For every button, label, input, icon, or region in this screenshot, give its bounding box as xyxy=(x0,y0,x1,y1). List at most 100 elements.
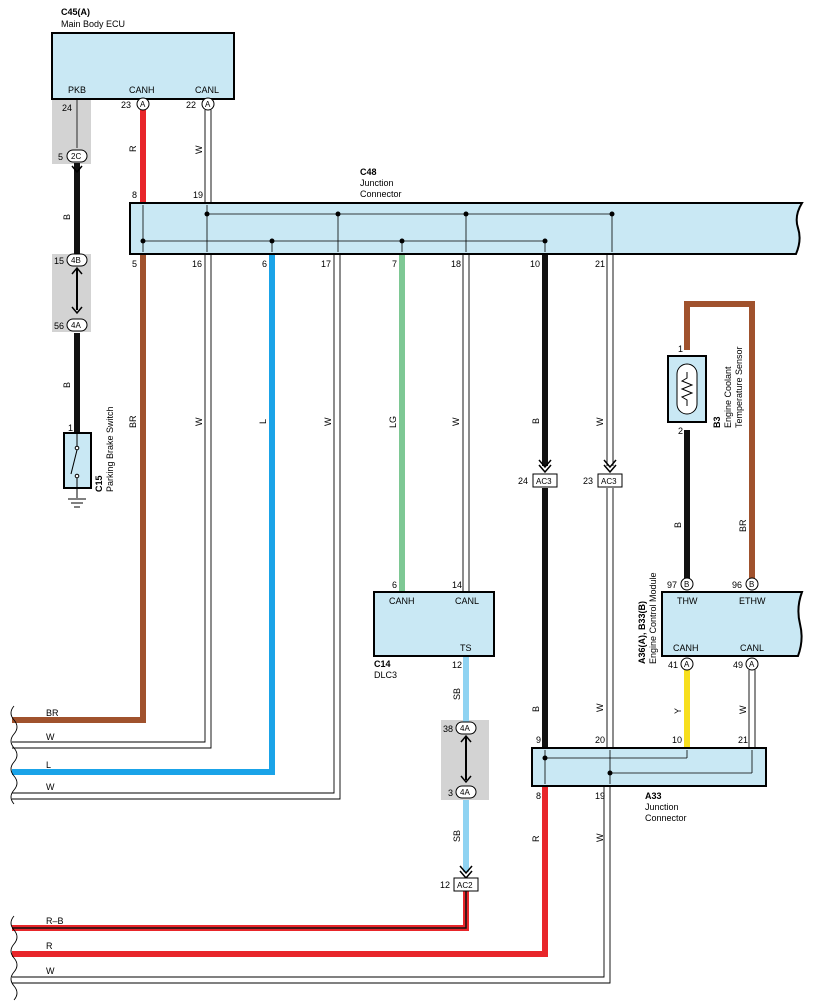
tag-ac3-w: AC3 xyxy=(601,477,617,486)
pin-a33-19: 19 xyxy=(595,791,605,801)
tag-ecm-canl: A xyxy=(749,660,755,669)
label-wire-w-1: W xyxy=(194,145,204,154)
label-wire-sb-1: SB xyxy=(452,688,462,700)
pin-ecm-97: 97 xyxy=(667,580,677,590)
ecu-pin-canl: CANL xyxy=(195,85,219,95)
label-left-r: R xyxy=(46,941,53,951)
thermistor-icon xyxy=(676,363,698,415)
label-left-w-3: W xyxy=(46,966,55,976)
wire-brown-sensor xyxy=(684,301,755,582)
pin-dlc-12: 12 xyxy=(452,660,462,670)
label-wire-b-4: B xyxy=(673,522,683,528)
label-wire-l-1: L xyxy=(258,419,268,424)
pin-ac3-b: 24 xyxy=(518,476,528,486)
label-wire-w-2: W xyxy=(194,417,204,426)
label-wire-w-7: W xyxy=(595,703,605,712)
wire-rb-stripe xyxy=(12,890,467,929)
a33-code: A33 xyxy=(645,791,662,801)
pin-ac2: 12 xyxy=(440,880,450,890)
ecm-pin-canh: CANH xyxy=(673,643,699,653)
a33-name1: Junction xyxy=(645,802,679,812)
pin-4a: 56 xyxy=(54,321,64,331)
label-left-br: BR xyxy=(46,708,59,718)
pin-ac3-w: 23 xyxy=(583,476,593,486)
label-wire-b-1: B xyxy=(62,214,72,220)
c48-code: C48 xyxy=(360,167,377,177)
ground-icon xyxy=(68,498,86,508)
label-wire-w-6: W xyxy=(738,705,748,714)
pin-a33-20: 20 xyxy=(595,735,605,745)
pin-j4a-bot: 3 xyxy=(448,788,453,798)
pin-sw-1: 1 xyxy=(68,423,73,433)
a33-box xyxy=(531,747,767,787)
main-body-ecu-box xyxy=(51,32,235,100)
a33-internal-lines xyxy=(542,750,753,784)
tag-ecu-canl: A xyxy=(205,100,211,109)
label-left-w-1: W xyxy=(46,732,55,742)
pin-ecm-41: 41 xyxy=(668,660,678,670)
tag-ac3-b: AC3 xyxy=(536,477,552,486)
pin-c48-16: 16 xyxy=(192,259,202,269)
wire-red-r-a33 xyxy=(12,786,548,957)
ecu-code: C45(A) xyxy=(61,7,90,17)
tag-4b: 4B xyxy=(71,256,81,265)
label-wire-lg-1: LG xyxy=(388,416,398,428)
sensor-name1: Engine Coolant xyxy=(723,366,733,428)
pin-sensor-1: 1 xyxy=(678,344,683,354)
tag-ecm-thw: B xyxy=(684,580,689,589)
tag-4a: 4A xyxy=(71,321,81,330)
pin-2c: 5 xyxy=(58,152,63,162)
left-break-marks xyxy=(10,705,18,1001)
ecm-code: A36(A), B33(B) xyxy=(637,601,647,664)
pin-j4a-top: 38 xyxy=(443,724,453,734)
dlc3-name: DLC3 xyxy=(374,670,397,680)
label-wire-r-1: R xyxy=(128,145,138,152)
pin-c48-17: 17 xyxy=(321,259,331,269)
pin-c48-6: 6 xyxy=(262,259,267,269)
pin-a33-8: 8 xyxy=(536,791,541,801)
label-wire-w-8: W xyxy=(595,833,605,842)
a33-name2: Connector xyxy=(645,813,687,823)
ecm-pin-thw: THW xyxy=(677,596,698,606)
pin-c48-18: 18 xyxy=(451,259,461,269)
label-wire-br-1: BR xyxy=(128,415,138,428)
dlc-pin-ts: TS xyxy=(460,643,472,653)
pin-dlc-6: 6 xyxy=(392,580,397,590)
ecu-name: Main Body ECU xyxy=(61,19,125,29)
pin-ecu-pkb: 24 xyxy=(62,103,72,113)
pin-ecu-canh: 23 xyxy=(121,100,131,110)
label-left-l: L xyxy=(46,760,51,770)
label-wire-b-5: B xyxy=(531,706,541,712)
pin-dlc-14: 14 xyxy=(452,580,462,590)
switch-code: C15 xyxy=(94,475,104,492)
wire-rb-red xyxy=(12,890,469,931)
label-wire-br-2: BR xyxy=(738,519,748,532)
pin-ecm-49: 49 xyxy=(733,660,743,670)
dlc3-box xyxy=(373,591,495,657)
c48-name1: Junction xyxy=(360,178,394,188)
pin-ecm-96: 96 xyxy=(732,580,742,590)
wire-brown-br xyxy=(12,254,146,723)
ecm-pin-canl: CANL xyxy=(740,643,764,653)
sensor-name2: Temperature Sensor xyxy=(734,346,744,428)
pin-c48-19: 19 xyxy=(193,190,203,200)
dlc-pin-canl: CANL xyxy=(455,596,479,606)
tag-ac2: AC2 xyxy=(457,881,473,890)
pin-ecu-canl: 22 xyxy=(186,100,196,110)
ecm-box xyxy=(661,591,804,657)
pin-a33-10: 10 xyxy=(672,735,682,745)
wire-blue-l xyxy=(12,254,275,775)
tag-ecm-ethw: B xyxy=(749,580,754,589)
label-wire-w-5: W xyxy=(595,417,605,426)
pin-c48-5: 5 xyxy=(132,259,137,269)
pin-4b: 15 xyxy=(54,256,64,266)
label-wire-w-3: W xyxy=(323,417,333,426)
label-wire-sb-2: SB xyxy=(452,830,462,842)
dlc-pin-canh: CANH xyxy=(389,596,415,606)
pin-c48-21: 21 xyxy=(595,259,605,269)
label-wire-b-2: B xyxy=(62,382,72,388)
tag-4a-bot: 4A xyxy=(460,788,470,797)
label-wire-r-2: R xyxy=(531,835,541,842)
pin-sensor-2: 2 xyxy=(678,426,683,436)
